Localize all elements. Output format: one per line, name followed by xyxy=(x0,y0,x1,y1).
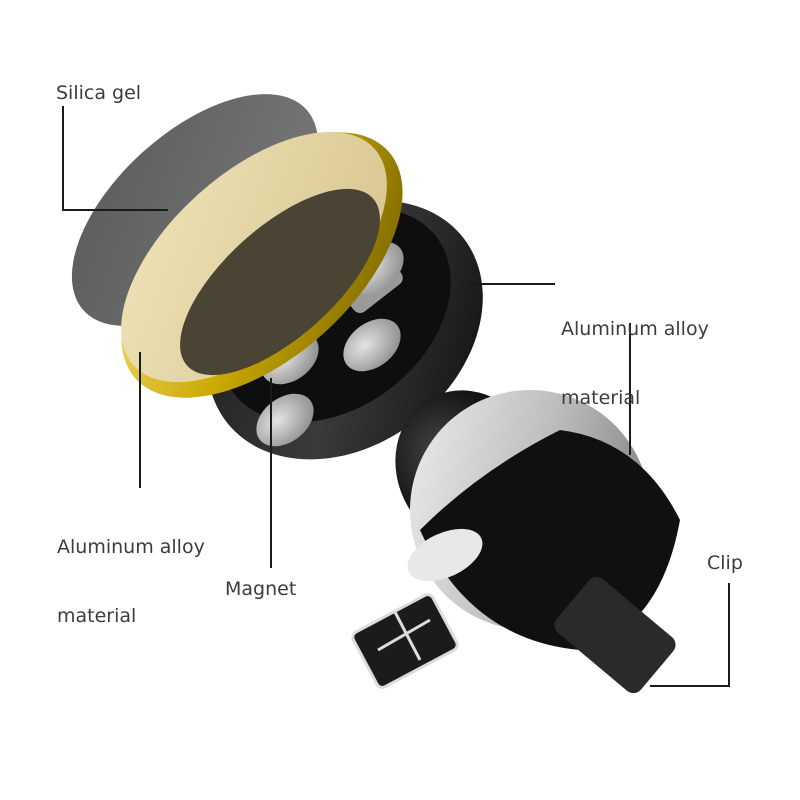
leader-lines xyxy=(62,106,730,687)
label-line-1: Aluminum alloy xyxy=(561,318,709,340)
label-line-1: Aluminum alloy xyxy=(57,536,205,558)
leader-clip xyxy=(650,583,730,687)
label-line-2: material xyxy=(57,605,137,627)
label-aluminum-alloy-right: Aluminum alloy material xyxy=(561,272,709,456)
label-clip: Clip xyxy=(707,552,743,574)
gold-plate xyxy=(121,131,403,398)
label-magnet: Magnet xyxy=(225,578,297,600)
clip-housing xyxy=(351,390,680,694)
label-silica-gel: Silica gel xyxy=(56,82,142,104)
label-line-2: material xyxy=(561,387,641,409)
label-aluminum-alloy-left: Aluminum alloy material xyxy=(57,490,205,674)
vent-clip xyxy=(351,576,676,694)
leader-silica-gel xyxy=(62,106,168,211)
